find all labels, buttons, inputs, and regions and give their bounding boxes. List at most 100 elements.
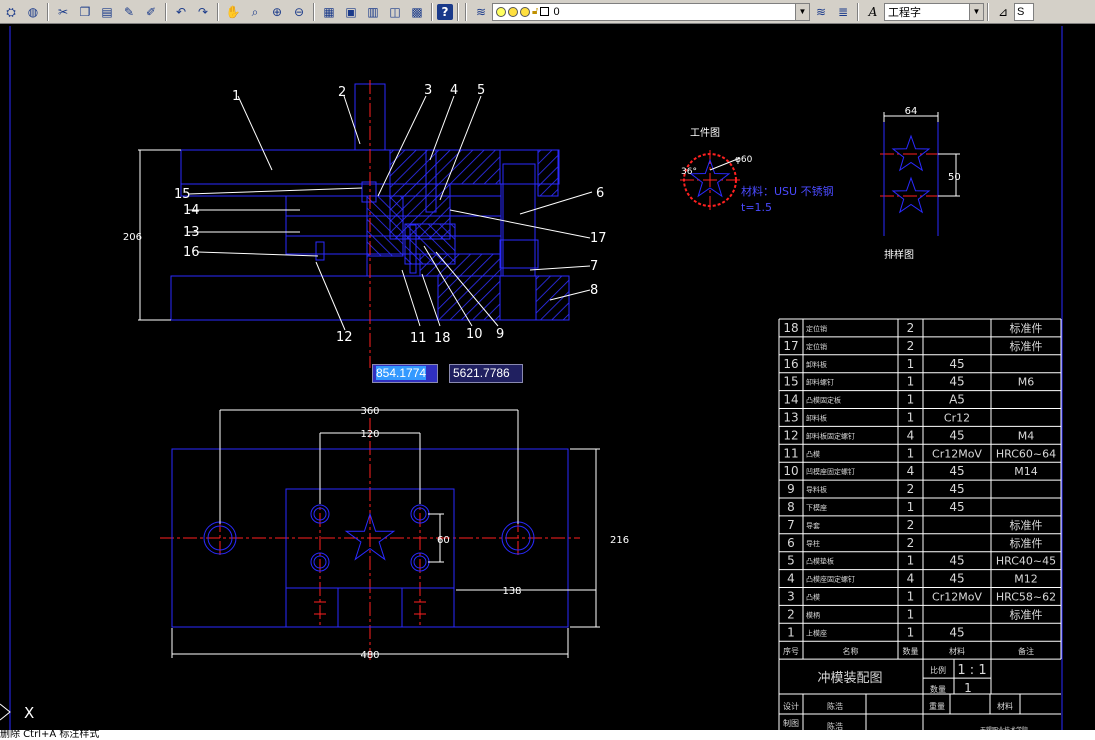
design-center-icon[interactable]: ▣ [345,4,357,19]
part-label-17: 17 [590,231,607,246]
toolbar-separator [465,2,467,21]
bom-row-no: 1 [787,625,795,639]
bom-row-no: 12 [783,428,798,442]
fixing-screw [425,149,437,213]
layer-color-icon [540,7,550,16]
bom-row-material: 45 [949,500,964,514]
bom-row-qty: 2 [907,536,915,550]
bom-row-no: 10 [783,464,798,478]
text-style-icon[interactable]: A [868,4,878,19]
ucs-icon [0,703,11,721]
bom-row-material: 45 [949,428,964,442]
undo-icon[interactable]: ↶ [175,4,187,19]
plan-die-plate [285,488,455,628]
tool-palettes-icon[interactable]: ▥ [367,4,379,19]
dim-216: 216 [610,535,629,546]
properties-icon[interactable]: ▦ [323,4,335,19]
screw-hole [310,504,330,524]
bom-row-name: 导套 [806,521,820,530]
match-properties-icon[interactable]: ✎ [123,4,135,19]
layer-freeze-icon [508,6,518,17]
bom-row-name: 下模座 [806,503,827,512]
bom-header-qty: 数量 [903,646,919,656]
toolbar-separator [47,2,49,21]
zoom-realtime-icon[interactable]: ⌕ [251,4,259,19]
strip-layout-drawing [883,122,939,236]
backing-plate [180,183,502,197]
help-icon[interactable]: ? [437,3,453,20]
command-line[interactable]: 删除 Ctrl+A 标注样式 [0,730,1095,740]
part-label-2: 2 [338,85,346,100]
layer-previous-icon[interactable]: ≣ [837,4,849,19]
chevron-down-icon[interactable]: ▼ [795,3,809,20]
bom-row-qty: 2 [907,482,915,496]
dynamic-input-y[interactable]: 5621.7786 [449,364,523,383]
bom-row-remark: 标准件 [1010,321,1043,335]
bom-row-name: 卸料螺钉 [806,378,834,387]
dimension-style-name: S [1017,5,1025,18]
drawing-canvas[interactable]: 206 1 2 3 4 5 6 17 7 8 9 10 18 11 12 16 … [0,24,1095,740]
dim-phi60: φ60 [735,155,753,165]
punch-hatch [366,195,404,257]
leader-lines [187,95,593,331]
dimension-style-combo[interactable]: S [1014,2,1034,21]
layer-combo[interactable]: 🔓︎ 0 ▼ [492,2,810,21]
dim-50: 50 [948,172,961,183]
bom-row-qty: 2 [907,339,915,353]
guide-sleeve-hatch [537,149,559,197]
dim-480: 480 [360,650,379,661]
bom-row-remark: 标准件 [1010,518,1043,532]
pan-icon[interactable]: ✋ [225,4,241,19]
workpiece-material: 材料：USU 不锈钢 [741,184,834,198]
command-line-text: 删除 Ctrl+A 标注样式 [0,730,100,740]
redo-icon[interactable]: ↷ [197,4,209,19]
part-label-13: 13 [183,225,200,240]
part-label-18: 18 [434,331,451,346]
globe-icon[interactable]: ◍ [27,4,39,19]
part-label-6: 6 [596,186,604,201]
bom-row-name: 定位销 [806,324,827,333]
copy-icon[interactable]: ❐ [79,4,91,19]
centerlines [160,80,942,660]
design-label: 设计 [783,701,799,711]
part-label-5: 5 [477,83,485,98]
zoom-previous-icon[interactable]: ⊖ [293,4,305,19]
sheet-set-icon[interactable]: ⛭ [6,4,16,19]
bom-header-material: 材料 [949,646,965,656]
part-label-12: 12 [336,330,353,345]
bom-row-no: 5 [787,554,795,568]
toolbar-separator [165,2,167,21]
bom-row-remark: M4 [1018,429,1035,442]
design-name: 陈浩 [827,701,843,711]
zoom-window-icon[interactable]: ⊕ [271,4,283,19]
bom-row-name: 凸模 [806,593,820,602]
bom-row-qty: 4 [907,428,915,442]
lower-seat-hatch-2 [535,275,570,321]
bom-row-name: 凸模固定板 [806,396,841,405]
workpiece-thickness: t=1.5 [741,201,772,214]
make-current-layer-icon[interactable]: ≋ [815,4,827,19]
lower-seat-hatch-1 [437,275,501,321]
cut-icon[interactable]: ✂ [57,4,69,19]
layer-manager-icon[interactable]: ≋ [475,4,487,19]
chevron-down-icon[interactable]: ▼ [969,3,983,20]
bom-row-name: 上模座 [806,628,827,637]
scale-value: 1 : 1 [957,663,986,678]
dimension-style-icon[interactable]: ⊿ [997,4,1009,19]
toolbar-separator [313,2,315,21]
bom-row-no: 4 [787,572,795,586]
bom-row-qty: 1 [907,446,915,460]
calculator-icon[interactable]: ▩ [411,4,423,19]
bom-row-remark: 标准件 [1010,607,1043,621]
text-style-combo[interactable]: 工程字 ▼ [884,2,984,21]
bom-row-qty: 1 [907,607,915,621]
markup-icon[interactable]: ◫ [389,4,401,19]
bom-row-material: A5 [949,393,965,407]
paste-icon[interactable]: ▤ [101,4,113,19]
dynamic-input-x[interactable]: 854.1774 [372,364,438,383]
strip-dimension-lines [883,112,960,197]
bom-row-qty: 1 [907,393,915,407]
block-editor-icon[interactable]: ✐ [145,4,157,19]
bom-row-name: 凹模座固定螺钉 [806,467,855,476]
layer-on-icon [496,6,506,17]
